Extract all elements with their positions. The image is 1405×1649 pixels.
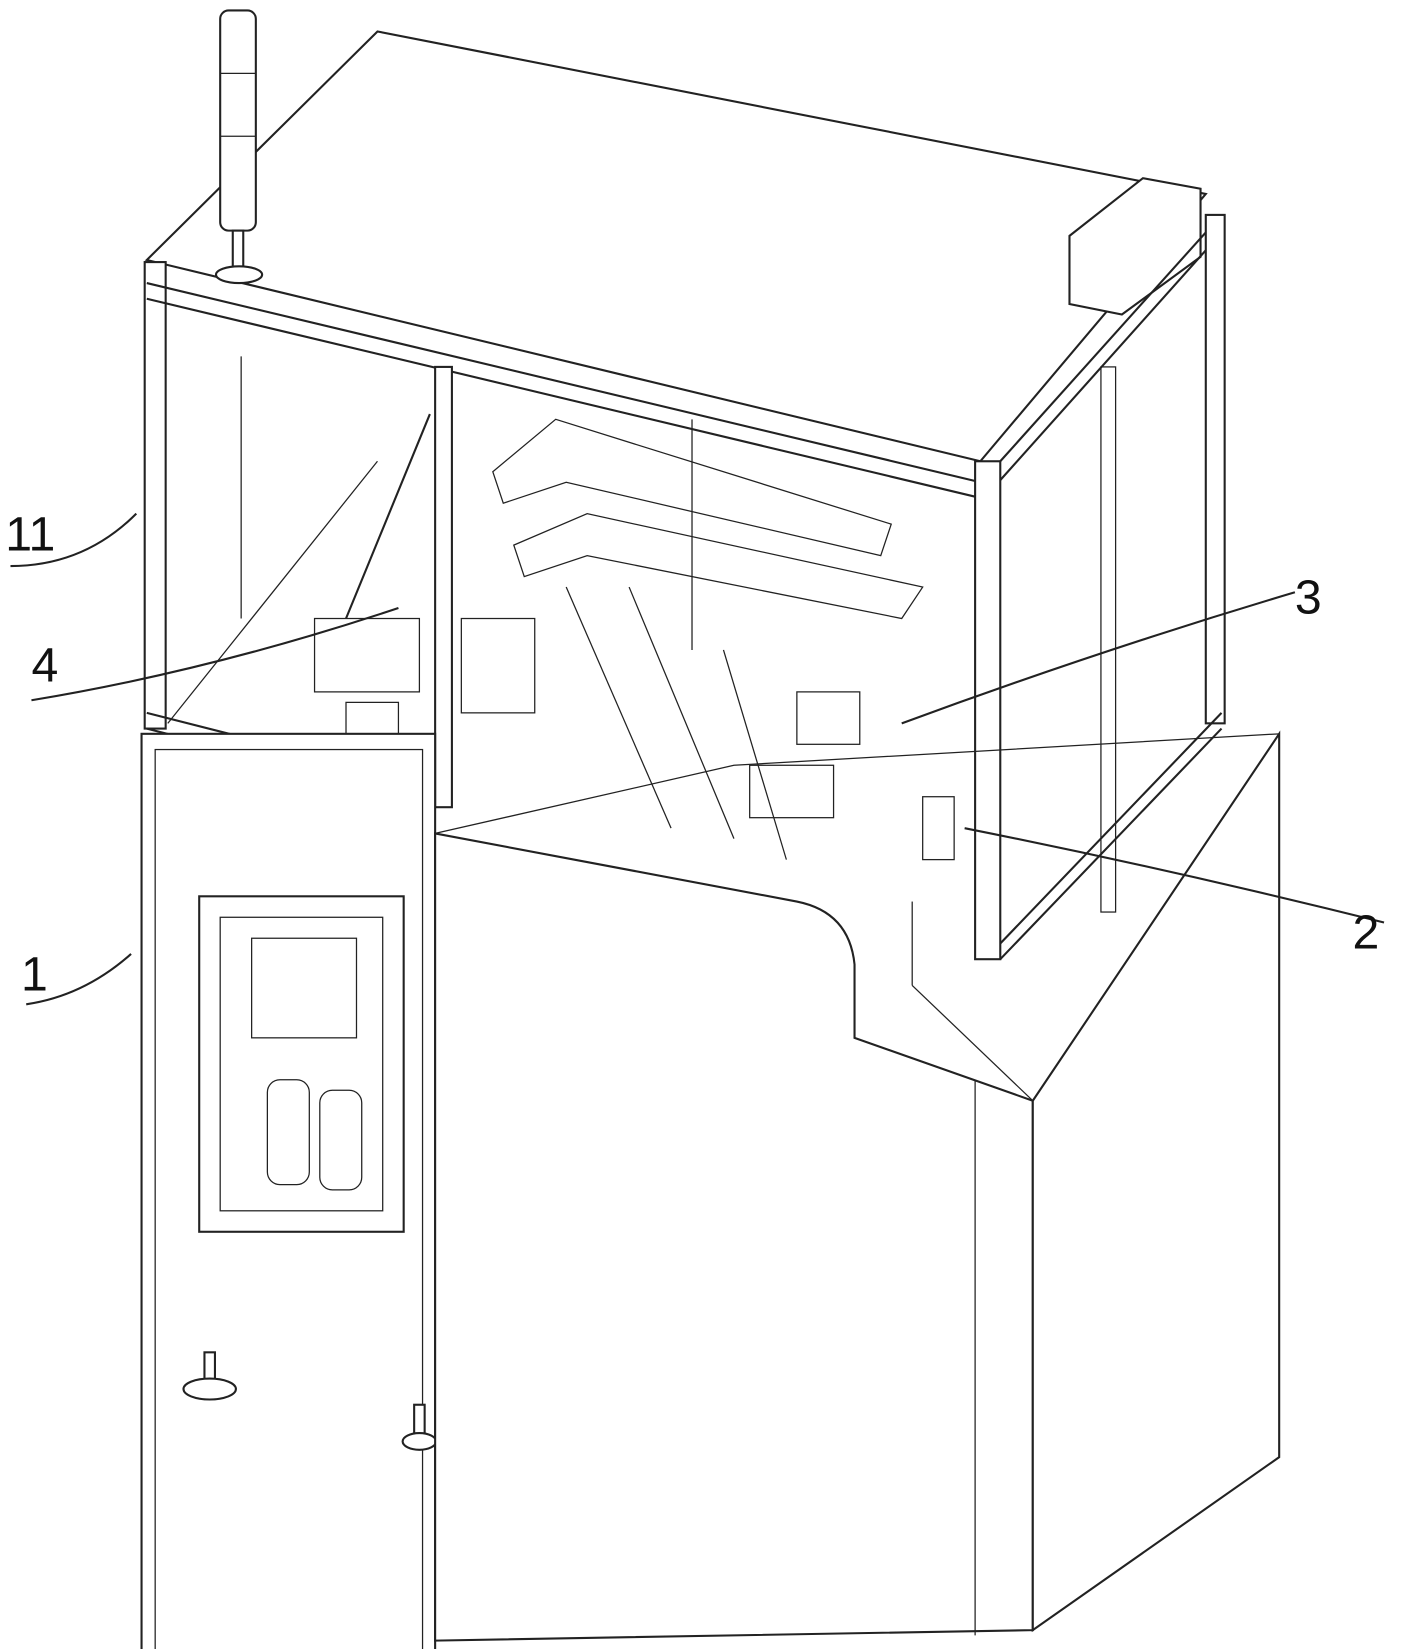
label-11: 11	[5, 507, 55, 561]
lower-cabinet	[142, 734, 437, 1649]
top-panel	[147, 31, 1206, 461]
main-housing	[435, 734, 1279, 1641]
foot	[183, 1379, 235, 1400]
label-2: 2	[1353, 906, 1380, 960]
pneumatic-window	[199, 896, 403, 1231]
label-1: 1	[21, 948, 48, 1002]
label-4: 4	[31, 638, 58, 692]
foot	[403, 1433, 437, 1450]
label-3: 3	[1295, 570, 1322, 624]
